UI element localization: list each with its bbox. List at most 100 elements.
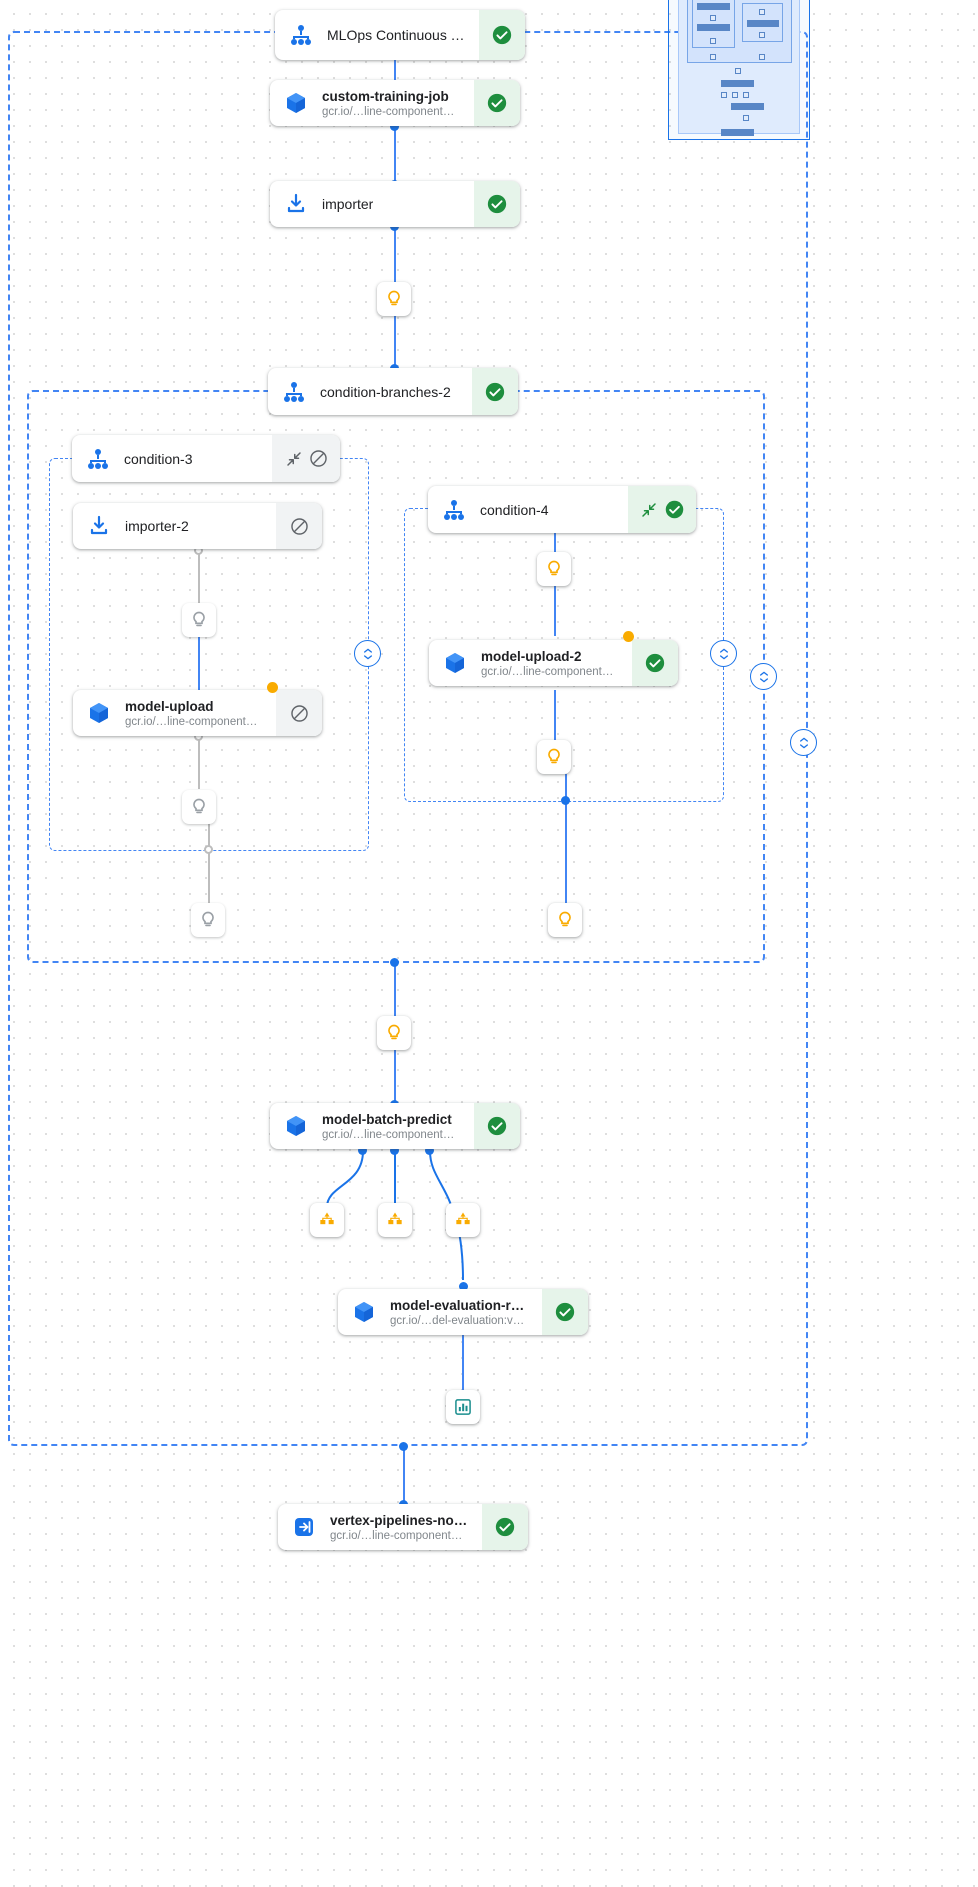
artifact-importer2-out[interactable]	[182, 603, 216, 637]
artifact-model-upload2-out[interactable]	[537, 740, 571, 774]
node-condition-4[interactable]: condition-4	[428, 486, 696, 533]
toggle-branches[interactable]	[750, 663, 777, 690]
node-root-pipeline[interactable]: MLOps Continuous Traini…	[275, 10, 525, 60]
graph-minimap[interactable]	[678, 0, 800, 136]
toggle-condition-3[interactable]	[354, 640, 381, 667]
minimap-artifact	[710, 15, 716, 21]
chevron-expand-icon	[719, 648, 728, 659]
node-vertex-pipelines-notification[interactable]: vertex-pipelines-notificat… gcr.io/…line…	[278, 1504, 528, 1550]
node-model-batch-predict[interactable]: model-batch-predict gcr.io/…line-compone…	[270, 1103, 520, 1149]
node-model-upload-2[interactable]: model-upload-2 gcr.io/…line-components:2…	[429, 640, 678, 686]
artifact-importer-out[interactable]	[377, 282, 411, 316]
edge-importer2-to-artifact	[198, 550, 200, 604]
metrics-chart-icon	[455, 1399, 471, 1415]
artifact-batch-predict-3[interactable]	[446, 1203, 480, 1237]
node-body: importer	[270, 181, 474, 227]
artifact-condition3-out[interactable]	[191, 903, 225, 937]
lightbulb-icon	[559, 911, 571, 927]
collapse-arrow-icon	[286, 451, 301, 466]
chevron-expand-icon	[363, 648, 372, 659]
node-title: importer-2	[125, 518, 189, 534]
edge-importer-to-artifact	[394, 226, 396, 282]
node-model-evaluation-regression[interactable]: model-evaluation-regres… gcr.io/…del-eva…	[338, 1289, 588, 1335]
node-body: model-upload gcr.io/…line-components:2.6…	[73, 690, 276, 736]
edge-cond4-to-artifact	[554, 532, 556, 567]
edge-branches-to-artifact	[394, 961, 396, 1017]
status-badge	[479, 10, 525, 60]
edge-dot	[204, 845, 213, 854]
check-circle-icon	[555, 1302, 575, 1322]
edge-dot	[358, 1146, 367, 1155]
artifact-condition-branches-out[interactable]	[377, 1016, 411, 1050]
exit-arrow-icon	[292, 1515, 316, 1539]
artifact-model-upload-out[interactable]	[182, 790, 216, 824]
minimap-artifact	[759, 32, 765, 38]
node-condition-branches-2[interactable]: condition-branches-2	[268, 368, 518, 415]
lightbulb-icon	[548, 748, 560, 764]
pipeline-icon	[289, 23, 313, 47]
status-badge	[474, 80, 520, 126]
status-badge-group[interactable]	[628, 486, 696, 533]
collapse-arrow-icon	[641, 502, 656, 517]
node-subtitle: gcr.io/…line-components:2.6.0	[330, 1529, 468, 1542]
node-labels: condition-branches-2	[320, 384, 451, 400]
edge-training-to-importer	[394, 125, 396, 184]
node-title: importer	[322, 196, 374, 212]
node-importer[interactable]: importer	[270, 181, 520, 227]
node-title: model-upload-2	[481, 648, 582, 664]
component-cube-icon	[284, 91, 308, 115]
node-importer-2[interactable]: importer-2	[73, 503, 322, 549]
block-circle-icon	[290, 517, 308, 535]
artifact-batch-predict-2[interactable]	[378, 1203, 412, 1237]
artifact-evaluation-metrics[interactable]	[446, 1390, 480, 1424]
minimap-artifact	[759, 9, 765, 15]
node-labels: importer-2	[125, 518, 189, 534]
node-model-upload[interactable]: model-upload gcr.io/…line-components:2.6…	[73, 690, 322, 736]
edge-dot	[425, 1146, 434, 1155]
artifact-condition4-in[interactable]	[537, 552, 571, 586]
status-badge	[542, 1289, 588, 1335]
edge-evaluation-to-metrics	[462, 1335, 464, 1390]
edge-model-upload-to-artifact	[198, 735, 200, 789]
node-title: model-upload	[125, 698, 214, 714]
component-cube-icon	[284, 1114, 308, 1138]
node-body: importer-2	[73, 503, 276, 549]
pipeline-icon	[282, 380, 306, 404]
status-badge	[472, 368, 518, 415]
check-circle-icon	[665, 500, 683, 519]
node-subtitle: gcr.io/…line-components:2.6.0	[322, 105, 460, 118]
node-subtitle: gcr.io/…line-components:2.6.0	[125, 715, 262, 728]
status-badge-group[interactable]	[272, 435, 340, 482]
node-body: model-upload-2 gcr.io/…line-components:2…	[429, 640, 632, 686]
edge-artifact-to-cond3-out	[208, 823, 210, 903]
edge-dot	[390, 122, 399, 131]
minimap-viewport[interactable]	[668, 0, 810, 140]
lightbulb-icon	[388, 290, 400, 306]
node-custom-training-job[interactable]: custom-training-job gcr.io/…line-compone…	[270, 80, 520, 126]
node-labels: condition-3	[124, 451, 193, 467]
node-subtitle: gcr.io/…line-components:2.6.0	[322, 1128, 460, 1141]
component-cube-icon	[352, 1300, 376, 1324]
node-subtitle: gcr.io/…line-components:2.6.0	[481, 665, 618, 678]
node-title: model-evaluation-regres…	[390, 1297, 528, 1313]
node-labels: model-upload-2 gcr.io/…line-components:2…	[481, 649, 618, 678]
artifact-batch-predict-1[interactable]	[310, 1203, 344, 1237]
node-body: condition-branches-2	[268, 368, 472, 415]
artifact-condition4-out[interactable]	[548, 903, 582, 937]
lightbulb-icon	[193, 798, 205, 814]
status-badge	[276, 503, 322, 549]
dataset-icon	[320, 1212, 334, 1225]
edge-artifact-to-model-upload2	[554, 586, 556, 636]
check-circle-icon	[487, 93, 507, 113]
minimap-artifact	[721, 92, 727, 98]
component-cube-icon	[443, 651, 467, 675]
node-title: condition-3	[124, 450, 193, 467]
edge-artifact-to-model-upload	[198, 636, 200, 691]
node-subtitle: gcr.io/…del-evaluation:v0.9.3	[390, 1314, 528, 1327]
node-labels: custom-training-job gcr.io/…line-compone…	[322, 89, 460, 118]
toggle-outer[interactable]	[790, 729, 817, 756]
node-condition-3[interactable]: condition-3	[72, 435, 340, 482]
node-title: MLOps Continuous Traini…	[327, 27, 465, 43]
toggle-condition-4[interactable]	[710, 640, 737, 667]
